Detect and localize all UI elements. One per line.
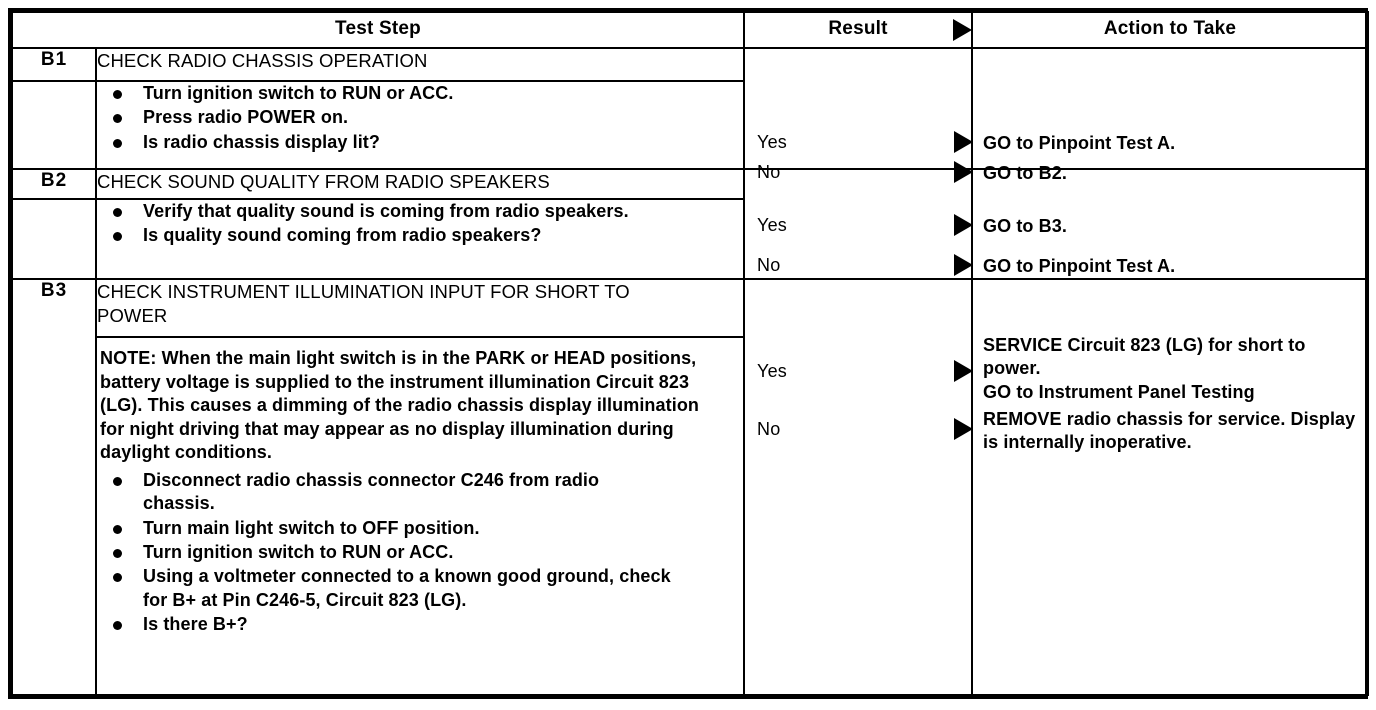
result-row: Yes	[745, 205, 974, 245]
result-label: Yes	[757, 132, 787, 152]
bullet-text: Is radio chassis display lit?	[143, 131, 380, 152]
result-label: No	[757, 255, 781, 275]
step-bullet-list-b2: Verify that quality sound is coming from…	[97, 200, 743, 248]
table-row: NOTE: When the main light switch is in t…	[12, 336, 1368, 696]
bullet-text: Verify that quality sound is coming from…	[143, 201, 629, 221]
list-item: Press radio POWER on.	[97, 106, 743, 129]
right-triangle-icon	[954, 131, 974, 153]
bullet-icon	[113, 476, 122, 486]
bullet-text: Is quality sound coming from radio speak…	[143, 225, 542, 246]
step-id-spacer-b2	[11, 198, 97, 280]
right-triangle-icon	[954, 214, 974, 236]
result-cell-b2: Yes No	[743, 168, 974, 280]
bullet-icon	[113, 138, 122, 148]
right-triangle-icon	[954, 254, 974, 276]
action-item: REMOVE radio chassis for service. Displa…	[983, 408, 1361, 455]
table-row: B3 CHECK INSTRUMENT ILLUMINATION INPUT F…	[11, 278, 1370, 696]
bullet-text: Turn ignition switch to RUN or ACC.	[143, 83, 454, 103]
bullet-text: Press radio POWER on.	[143, 107, 349, 128]
result-cell-b1: Yes No	[743, 47, 974, 183]
column-header-result-label: Result	[828, 18, 888, 39]
bullet-text: Is there B+?	[143, 614, 248, 635]
action-line: GO to B3.	[983, 216, 1067, 236]
result-label: No	[757, 419, 781, 439]
action-line: GO to Pinpoint Test A.	[983, 133, 1176, 153]
list-item: Disconnect radio chassis connector C246 …	[97, 469, 743, 516]
column-header-result: Result	[743, 11, 974, 49]
column-header-action-label: Action to Take	[1103, 18, 1237, 39]
pinpoint-test-table: Test Step Result Action to Take B1 CHECK…	[8, 8, 1370, 699]
step-body-b3: NOTE: When the main light switch is in t…	[94, 336, 746, 696]
result-row: No	[745, 400, 974, 458]
result-row: Yes	[745, 342, 974, 400]
table-row: Turn ignition switch to RUN or ACC. Pres…	[11, 80, 1368, 170]
column-header-test-step-label: Test Step	[335, 18, 421, 39]
column-header-action: Action to Take	[971, 11, 1370, 49]
step-body-b2: Verify that quality sound is coming from…	[94, 198, 746, 280]
step-title-b1: CHECK RADIO CHASSIS OPERATION	[94, 47, 746, 82]
action-line: REMOVE radio chassis for service. Displa…	[983, 409, 1356, 453]
bullet-text: Turn ignition switch to RUN or ACC.	[143, 542, 454, 563]
action-cell-b1: GO to Pinpoint Test A. GO to B2.	[971, 47, 1370, 183]
step-note-b3: NOTE: When the main light switch is in t…	[100, 348, 700, 463]
list-item: Verify that quality sound is coming from…	[97, 200, 743, 223]
bullet-icon	[113, 548, 122, 558]
action-line: GO to Instrument Panel Testing	[983, 381, 1255, 402]
action-cell-b3: SERVICE Circuit 823 (LG) for short to po…	[971, 278, 1370, 696]
result-label: Yes	[757, 361, 787, 381]
action-line: GO to Pinpoint Test A.	[983, 256, 1176, 276]
action-cell-b2: GO to B3. GO to Pinpoint Test A.	[971, 168, 1370, 280]
step-body-b1: Turn ignition switch to RUN or ACC. Pres…	[94, 80, 746, 170]
right-triangle-icon	[954, 360, 974, 382]
step-bullet-list-b3: Disconnect radio chassis connector C246 …	[97, 469, 743, 637]
bullet-icon	[113, 89, 122, 99]
step-title-b2: CHECK SOUND QUALITY FROM RADIO SPEAKERS	[94, 168, 746, 200]
step-id-b3: B3	[11, 278, 97, 696]
result-row: Yes	[745, 127, 974, 157]
list-item: Is quality sound coming from radio speak…	[97, 224, 743, 247]
right-triangle-icon	[954, 418, 974, 440]
bullet-icon	[113, 114, 122, 124]
bullet-icon	[113, 524, 122, 534]
table-row: B1 CHECK RADIO CHASSIS OPERATION Yes No	[11, 47, 1370, 183]
bullet-icon	[113, 232, 122, 242]
bullet-text: Disconnect radio chassis connector C246 …	[143, 469, 600, 514]
action-item: GO to Pinpoint Test A.	[983, 132, 1361, 155]
bullet-icon	[113, 207, 122, 217]
bullet-icon	[113, 621, 122, 631]
bullet-icon	[113, 573, 122, 583]
result-label: Yes	[757, 215, 787, 235]
step-bullet-list-b1: Turn ignition switch to RUN or ACC. Pres…	[97, 82, 743, 154]
list-item: Is there B+?	[97, 613, 743, 636]
list-item: Turn ignition switch to RUN or ACC.	[97, 82, 743, 105]
result-cell-b3: Yes No	[743, 278, 974, 696]
action-item: GO to B3.	[983, 215, 1361, 238]
table-row: Verify that quality sound is coming from…	[11, 198, 1368, 280]
bullet-text: Using a voltmeter connected to a known g…	[143, 566, 671, 610]
list-item: Using a voltmeter connected to a known g…	[97, 565, 743, 612]
step-id-spacer-b1	[11, 80, 97, 170]
action-item: SERVICE Circuit 823 (LG) for short to po…	[983, 334, 1361, 404]
right-triangle-icon	[953, 19, 973, 41]
action-item: GO to Pinpoint Test A.	[983, 255, 1361, 278]
table-header-row: Test Step Result Action to Take	[10, 11, 1370, 49]
list-item: Turn main light switch to OFF position.	[97, 517, 743, 540]
column-header-test-step: Test Step	[10, 11, 746, 49]
bullet-text: Turn main light switch to OFF position.	[143, 517, 480, 538]
list-item: Turn ignition switch to RUN or ACC.	[97, 541, 743, 564]
step-id-b1: B1	[11, 47, 97, 82]
table-row: B2 CHECK SOUND QUALITY FROM RADIO SPEAKE…	[11, 168, 1370, 280]
action-line: SERVICE Circuit 823 (LG) for short to po…	[983, 335, 1306, 379]
result-row: No	[745, 245, 974, 285]
step-id-b2: B2	[11, 168, 97, 200]
list-item: Is radio chassis display lit?	[97, 131, 743, 154]
step-title-b3: CHECK INSTRUMENT ILLUMINATION INPUT FOR …	[94, 278, 746, 338]
